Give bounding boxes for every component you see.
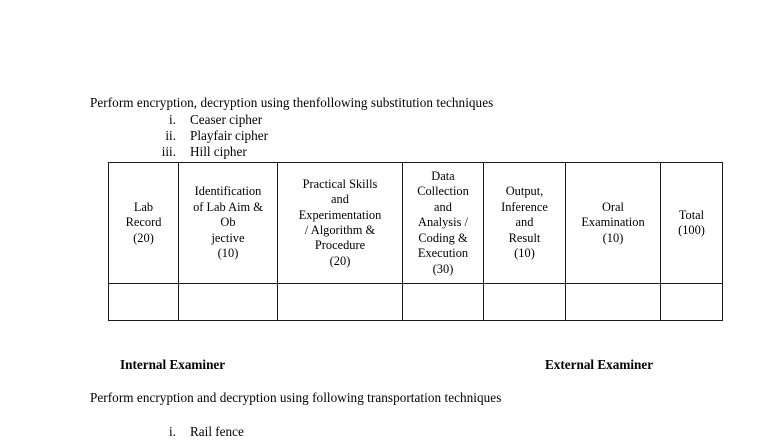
table-header-data-collection: Data Collection and Analysis / Coding & … xyxy=(402,162,484,284)
marks-cell-data-collection[interactable] xyxy=(402,283,484,321)
list-marker: iii. xyxy=(161,144,176,159)
substitution-techniques-list: i. Ceaser cipher ii. Playfair cipher iii… xyxy=(140,112,400,160)
header-line: (20) xyxy=(329,253,351,268)
header-line: (100) xyxy=(678,223,705,237)
list-marker: i. xyxy=(169,424,176,439)
header-line: Identification xyxy=(194,184,262,199)
header-line: Examination xyxy=(581,215,645,230)
header-line: Collection xyxy=(417,184,469,199)
header-line: Procedure xyxy=(314,238,366,253)
header-line: (10) xyxy=(217,246,239,261)
marks-cell-total[interactable] xyxy=(660,283,723,321)
header-line: / Algorithm & xyxy=(304,223,376,237)
list-item: ii. Playfair cipher xyxy=(140,128,400,144)
header-line: Total xyxy=(678,207,705,222)
list-item-label: Ceaser cipher xyxy=(190,112,263,127)
header-line: Data xyxy=(431,169,455,184)
list-item: iii. Hill cipher xyxy=(140,144,400,160)
header-line: and xyxy=(434,199,452,214)
header-line: jective xyxy=(211,230,245,245)
table-header-lab-record: Lab Record (20) xyxy=(108,162,179,284)
header-line: Result xyxy=(508,230,541,245)
list-item: i. Ceaser cipher xyxy=(140,112,400,128)
list-item: i. Rail fence xyxy=(140,424,400,440)
list-item-label: Playfair cipher xyxy=(190,128,268,143)
header-line: (30) xyxy=(432,261,454,276)
intro-paragraph-substitution: Perform encryption, decryption using the… xyxy=(90,95,494,110)
header-line: (10) xyxy=(514,246,535,261)
list-item-label: Hill cipher xyxy=(190,144,247,159)
header-line: and xyxy=(515,215,534,230)
header-line: Practical Skills xyxy=(302,176,378,191)
list-marker: ii. xyxy=(165,128,176,143)
header-line: (10) xyxy=(602,230,624,245)
external-examiner-label: External Examiner xyxy=(545,357,654,372)
marks-cell-lab-aim-objective[interactable] xyxy=(178,283,278,321)
header-line: Record xyxy=(125,215,162,230)
table-header-oral-examination: Oral Examination (10) xyxy=(565,162,661,284)
header-line: Experimentation xyxy=(298,207,382,222)
marks-cell-oral-examination[interactable] xyxy=(565,283,661,321)
marks-evaluation-table: Lab Record (20) Identification of Lab Ai… xyxy=(108,162,723,321)
header-line: Lab xyxy=(133,199,154,214)
table-header-total: Total (100) xyxy=(660,162,723,284)
header-line: Oral xyxy=(601,199,625,214)
table-header-row: Lab Record (20) Identification of Lab Ai… xyxy=(108,162,723,284)
table-header-output-inference-result: Output, Inference and Result (10) xyxy=(483,162,566,284)
header-line: Ob xyxy=(220,215,236,230)
marks-cell-output-inference-result[interactable] xyxy=(483,283,566,321)
header-line: Execution xyxy=(417,246,469,261)
table-header-practical-skills: Practical Skills and Experimentation / A… xyxy=(277,162,403,284)
intro-paragraph-transposition: Perform encryption and decryption using … xyxy=(90,390,502,405)
list-item-label: Rail fence xyxy=(190,424,244,439)
transposition-techniques-list: i. Rail fence xyxy=(140,424,400,440)
header-line: Analysis / xyxy=(418,215,468,230)
marks-cell-practical-skills[interactable] xyxy=(277,283,403,321)
header-line: and xyxy=(331,192,349,207)
header-line: Inference xyxy=(501,199,548,214)
list-marker: i. xyxy=(169,112,176,127)
header-line: of Lab Aim & xyxy=(193,199,263,214)
marks-cell-lab-record[interactable] xyxy=(108,283,179,321)
header-line: (20) xyxy=(133,230,154,245)
table-header-lab-aim-objective: Identification of Lab Aim & Ob jective (… xyxy=(178,162,278,284)
header-line: Coding & xyxy=(418,230,468,245)
internal-examiner-label: Internal Examiner xyxy=(120,357,226,372)
table-entry-row xyxy=(108,283,723,321)
header-line: Output, xyxy=(505,184,544,199)
